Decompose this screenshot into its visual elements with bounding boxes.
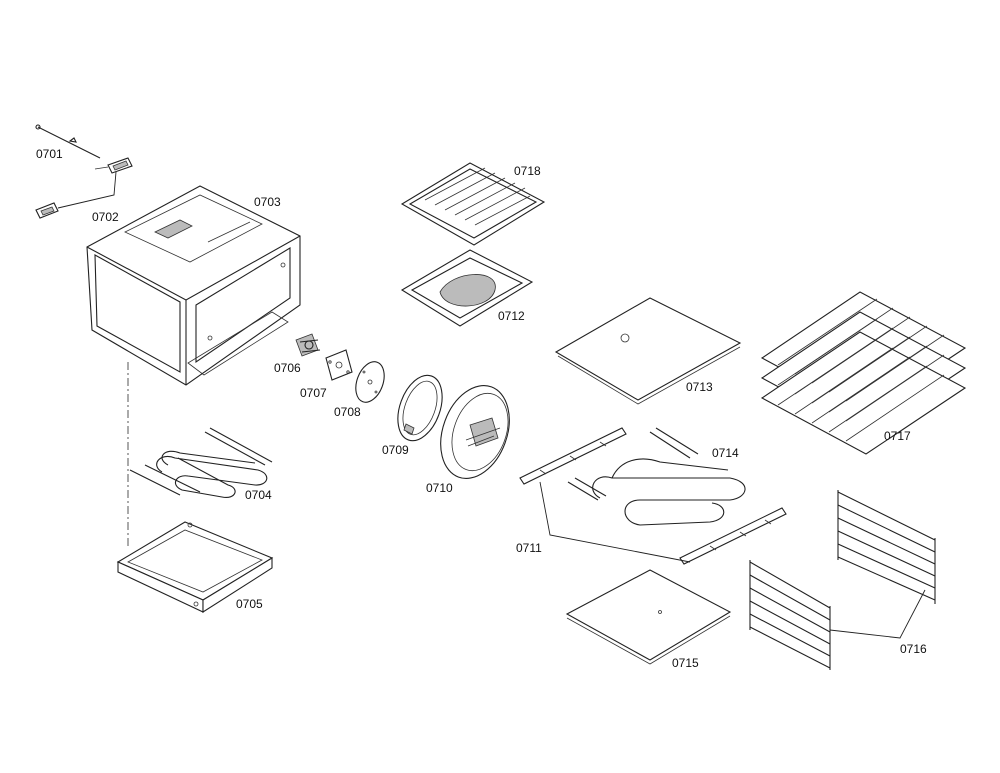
part-0710-fan-cover: [440, 385, 510, 479]
part-0716-side-racks: [749, 490, 936, 670]
label-0712: 0712: [498, 309, 525, 323]
label-0717: 0717: [884, 429, 911, 443]
part-0714-upper-element: [567, 427, 746, 526]
label-0702: 0702: [92, 210, 119, 224]
part-0713-plate: [554, 297, 742, 405]
label-0705: 0705: [236, 597, 263, 611]
part-0717-oven-racks: [760, 291, 967, 455]
label-0718: 0718: [514, 164, 541, 178]
part-0712-broil-pan: [400, 249, 534, 327]
label-0708: 0708: [334, 405, 361, 419]
part-0704-bake-element: [129, 427, 273, 499]
part-0706-fan-motor: [295, 333, 321, 357]
part-0709-ring: [397, 374, 443, 442]
label-0714: 0714: [712, 446, 739, 460]
label-0706: 0706: [274, 361, 301, 375]
part-0707-bracket: [325, 349, 353, 381]
label-0704: 0704: [245, 488, 272, 502]
part-0702-connectors: [35, 157, 133, 219]
label-0701: 0701: [36, 147, 63, 161]
label-0709: 0709: [382, 443, 409, 457]
label-0710: 0710: [426, 481, 453, 495]
part-0703-oven-cavity: [86, 185, 301, 386]
label-0703: 0703: [254, 195, 281, 209]
label-0715: 0715: [672, 656, 699, 670]
label-0713: 0713: [686, 380, 713, 394]
label-0716: 0716: [900, 642, 927, 656]
label-0711: 0711: [516, 541, 542, 555]
part-0715-plate: [565, 569, 732, 665]
label-0707: 0707: [300, 386, 327, 400]
part-0711-rails: [519, 427, 787, 565]
part-0718-broil-grid: [400, 162, 546, 246]
part-0708-disc: [355, 361, 385, 403]
part-0705-tray: [116, 521, 274, 614]
part-0701-wire: [35, 124, 101, 159]
